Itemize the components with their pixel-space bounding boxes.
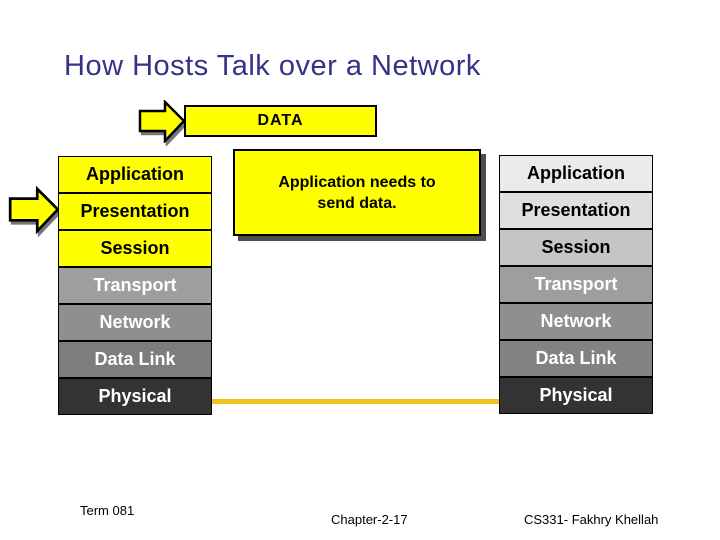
layer-application: Application xyxy=(58,156,212,193)
data-box-label: DATA xyxy=(257,112,304,129)
layer-network: Network xyxy=(499,303,653,340)
layer-network: Network xyxy=(58,304,212,341)
right-arrow-icon xyxy=(8,186,60,234)
layer-transport: Transport xyxy=(499,266,653,303)
callout-line-2: send data. xyxy=(317,194,397,212)
layer-application: Application xyxy=(499,155,653,192)
osi-stack-sender: Application Presentation Session Transpo… xyxy=(58,156,212,415)
layer-physical: Physical xyxy=(499,377,653,414)
slide-title: How Hosts Talk over a Network xyxy=(64,50,481,82)
footer-course: CS331- Fakhry Khellah xyxy=(524,512,659,527)
footer-term: Term 081 xyxy=(80,503,135,518)
footer-page-number: Chapter-2-17 xyxy=(331,512,408,527)
callout-note: Application needs to send data. xyxy=(233,149,481,236)
physical-link-wire xyxy=(212,399,499,404)
right-arrow-shape xyxy=(138,100,186,143)
layer-session: Session xyxy=(58,230,212,267)
right-arrow-shape xyxy=(8,186,60,234)
data-box: DATA xyxy=(184,105,377,137)
layer-presentation: Presentation xyxy=(499,192,653,229)
right-arrow-icon xyxy=(138,100,186,143)
layer-datalink: Data Link xyxy=(58,341,212,378)
callout-line-1: Application needs to xyxy=(278,173,436,191)
osi-stack-receiver: Application Presentation Session Transpo… xyxy=(499,155,653,414)
layer-session: Session xyxy=(499,229,653,266)
layer-presentation: Presentation xyxy=(58,193,212,230)
layer-transport: Transport xyxy=(58,267,212,304)
layer-physical: Physical xyxy=(58,378,212,415)
layer-datalink: Data Link xyxy=(499,340,653,377)
